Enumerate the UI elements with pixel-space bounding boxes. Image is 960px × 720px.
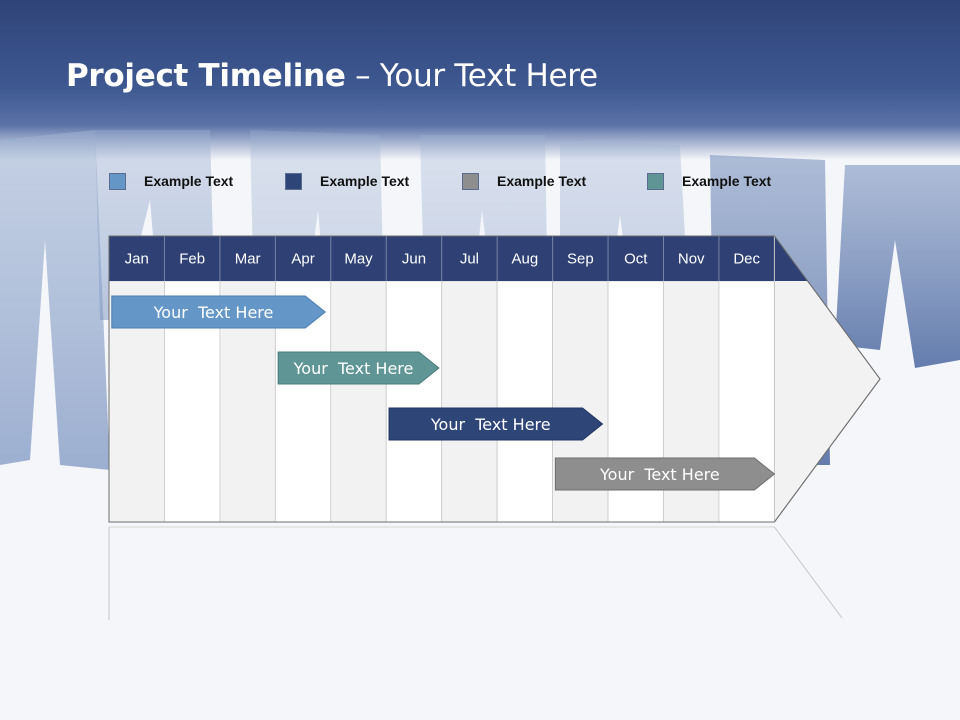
reflection-line bbox=[773, 526, 843, 619]
title-bold: Project Timeline bbox=[66, 58, 346, 94]
month-label: Mar bbox=[235, 251, 261, 268]
legend-swatch bbox=[109, 172, 126, 190]
month-column bbox=[330, 280, 387, 523]
legend-swatch bbox=[285, 172, 302, 190]
month-header-bar bbox=[109, 236, 808, 281]
legend-label: Example Text bbox=[682, 173, 772, 189]
month-label: Feb bbox=[179, 251, 205, 268]
legend-item: Example Text bbox=[109, 170, 233, 192]
legend-swatch bbox=[647, 172, 664, 190]
task-label: Your Text Here bbox=[430, 415, 551, 434]
month-label: Oct bbox=[624, 251, 648, 268]
month-label: Aug bbox=[512, 251, 539, 268]
task-bar bbox=[111, 295, 327, 329]
month-label: Dec bbox=[733, 251, 760, 268]
month-column bbox=[441, 280, 498, 523]
legend-label: Example Text bbox=[497, 173, 587, 189]
legend-item: Example Text bbox=[285, 170, 409, 192]
task-bar bbox=[388, 407, 604, 441]
timeline-arrow-outline bbox=[108, 235, 881, 523]
month-label: Jan bbox=[125, 251, 149, 268]
title-rest: – Your Text Here bbox=[345, 58, 598, 94]
task-label: Your Text Here bbox=[153, 303, 274, 322]
month-column bbox=[496, 280, 553, 523]
legend-item: Example Text bbox=[647, 170, 771, 192]
legend-label: Example Text bbox=[144, 173, 234, 189]
task-bar bbox=[277, 351, 440, 385]
legend-label: Example Text bbox=[320, 173, 410, 189]
month-label: Apr bbox=[291, 251, 314, 268]
month-label: May bbox=[344, 251, 373, 268]
month-label: Nov bbox=[678, 251, 705, 268]
page-title: Project Timeline – Your Text Here bbox=[66, 58, 598, 94]
month-column bbox=[385, 280, 443, 523]
task-label: Your Text Here bbox=[293, 359, 414, 378]
legend-swatch bbox=[462, 172, 479, 190]
month-label: Jul bbox=[460, 251, 479, 268]
task-label: Your Text Here bbox=[599, 465, 720, 484]
legend-item: Example Text bbox=[462, 170, 586, 192]
task-bar bbox=[554, 457, 776, 491]
month-label: Sep bbox=[567, 251, 594, 268]
month-label: Jun bbox=[402, 251, 426, 268]
